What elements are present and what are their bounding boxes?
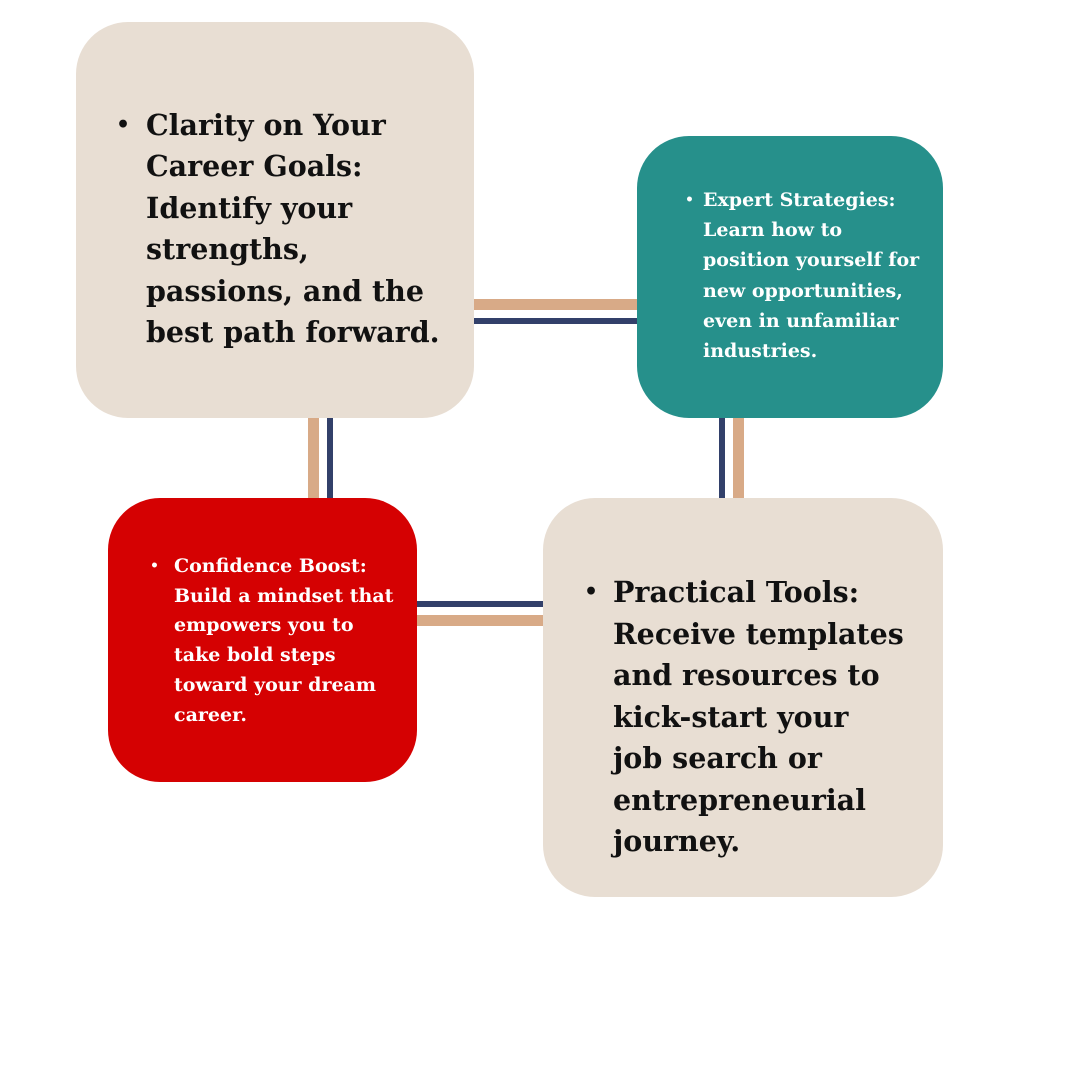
connector-right-tan [733, 414, 744, 502]
clarity-box [76, 22, 474, 418]
connector-left-tan [308, 414, 319, 502]
connector-bottom-navy [413, 601, 547, 607]
connector-right-navy [719, 414, 725, 502]
connector-bottom-tan [413, 615, 547, 626]
connector-top-tan [470, 299, 640, 310]
connector-left-navy [327, 414, 333, 502]
confidence-boost-box [108, 498, 417, 782]
expert-strategies-box [637, 136, 943, 418]
connector-top-navy [470, 318, 640, 324]
practical-tools-box [543, 498, 943, 897]
